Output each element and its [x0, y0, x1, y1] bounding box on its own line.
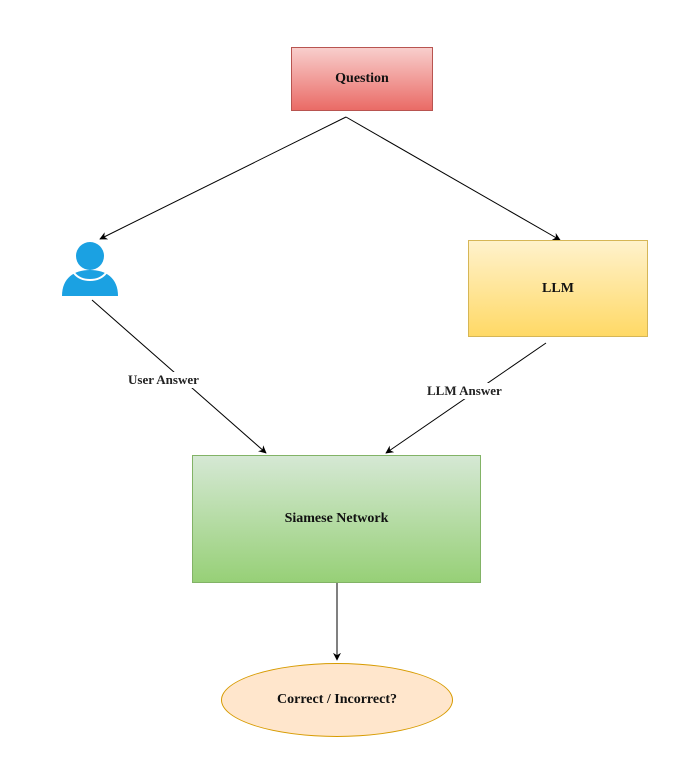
llm-label: LLM — [542, 280, 574, 296]
user-answer-label: User Answer — [126, 372, 201, 388]
user-icon — [60, 240, 120, 298]
question-node: Question — [291, 47, 433, 111]
question-label: Question — [335, 71, 389, 86]
edge-question-to-user — [99, 116, 347, 240]
siamese-network-node: Siamese Network — [192, 455, 481, 583]
edge-question-to-llm — [345, 116, 561, 241]
llm-node: LLM — [468, 240, 648, 337]
result-node: Correct / Incorrect? — [221, 663, 453, 737]
llm-answer-label: LLM Answer — [425, 383, 504, 399]
siamese-network-label: Siamese Network — [284, 511, 389, 526]
result-label: Correct / Incorrect? — [277, 692, 397, 707]
